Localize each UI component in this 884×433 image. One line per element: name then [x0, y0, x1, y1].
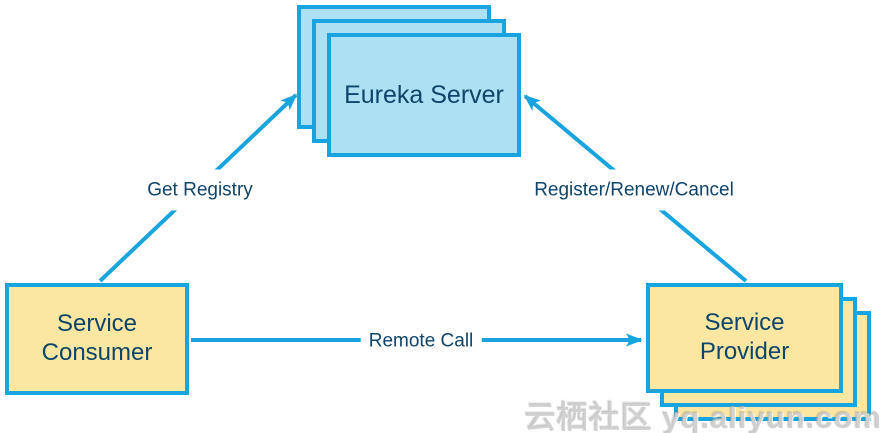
edge-label-register-renew-cancel: Register/Renew/Cancel	[528, 169, 740, 211]
edge-label-get-registry: Get Registry	[141, 169, 259, 211]
eureka-server-node: Eureka Server	[327, 33, 521, 157]
watermark: 云栖社区 yq.aliyun.com	[524, 400, 882, 433]
service-consumer-label: Service Consumer	[41, 310, 153, 366]
eureka-server-label: Eureka Server	[344, 81, 504, 109]
service-provider-node: Service Provider	[646, 283, 843, 393]
service-provider-label: Service Provider	[699, 309, 790, 365]
edge-label-remote-call: Remote Call	[360, 329, 482, 353]
service-consumer-node: Service Consumer	[5, 283, 189, 395]
